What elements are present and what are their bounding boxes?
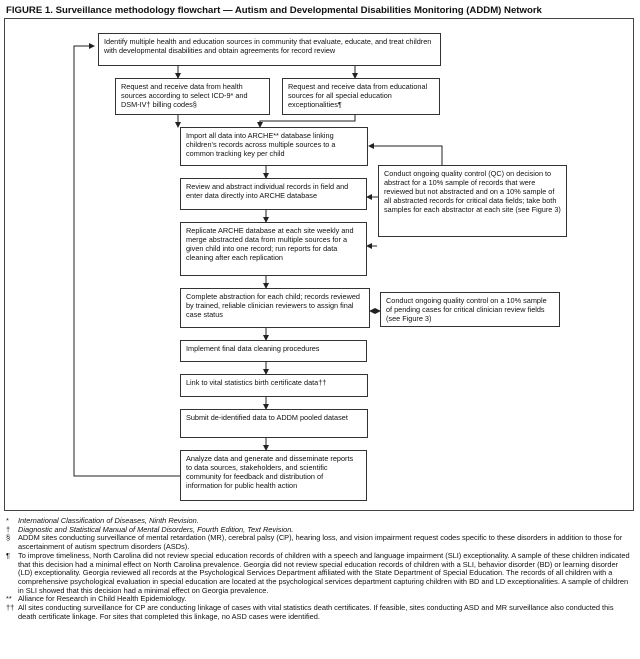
box-import-arche: Import all data into ARCHE** database li… <box>180 127 368 166</box>
arrow-feedback-loop <box>73 43 180 477</box>
box-review-abstract: Review and abstract individual records i… <box>180 178 367 210</box>
arrow-qc1-to-import <box>368 143 443 165</box>
footnote: ¶To improve timeliness, North Carolina d… <box>6 550 630 595</box>
box-health-sources: Request and receive data from health sou… <box>115 78 270 115</box>
footnote: **Alliance for Research in Child Health … <box>6 594 187 604</box>
box-education-sources: Request and receive data from educationa… <box>282 78 440 115</box>
flowchart-frame <box>4 18 634 511</box>
box-identify-sources: Identify multiple health and education s… <box>98 33 441 66</box>
footnotes: *International Classification of Disease… <box>6 516 634 621</box>
footnote: ††All sites conducting surveillance for … <box>6 603 614 621</box>
box-link-birth-certificate: Link to vital statistics birth certifica… <box>180 374 368 397</box>
footnote: *International Classification of Disease… <box>6 516 199 525</box>
footnote: †Diagnostic and Statistical Manual of Me… <box>6 524 294 534</box>
arrow-education-to-import <box>257 115 356 128</box>
box-submit-data: Submit de-identified data to ADDM pooled… <box>180 409 368 438</box>
box-final-cleaning: Implement final data cleaning procedures <box>180 340 367 362</box>
box-complete-abstraction: Complete abstraction for each child; rec… <box>180 288 370 328</box>
flowchart-connectors <box>73 43 443 477</box>
box-quality-control-clinician: Conduct ongoing quality control on a 10%… <box>380 292 560 327</box>
box-replicate-database: Replicate ARCHE database at each site we… <box>180 222 367 276</box>
figure-title: FIGURE 1. Surveillance methodology flowc… <box>6 5 542 16</box>
box-analyze-disseminate: Analyze data and generate and disseminat… <box>180 450 367 501</box>
box-quality-control-abstraction: Conduct ongoing quality control (QC) on … <box>378 165 567 237</box>
footnote: §ADDM sites conducting surveillance of m… <box>6 533 623 552</box>
